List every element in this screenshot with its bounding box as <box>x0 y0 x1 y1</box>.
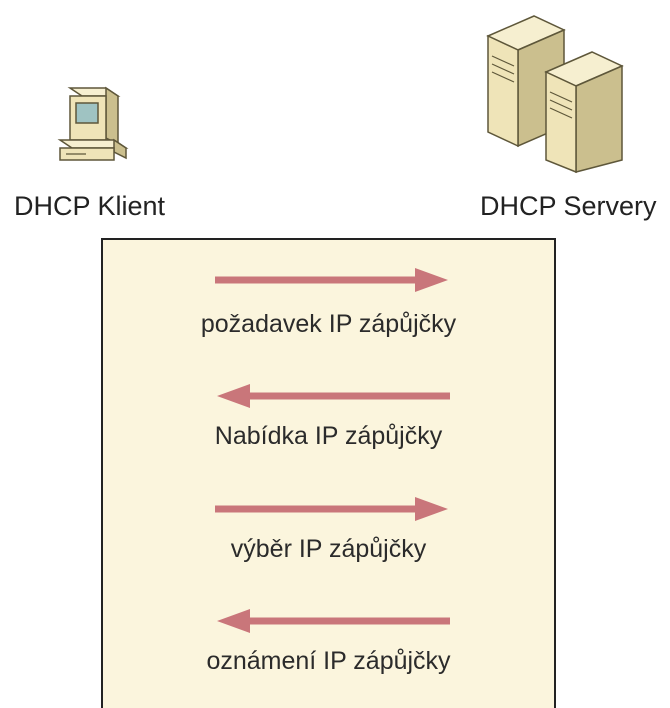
message-label: Nabídka IP zápůjčky <box>214 422 443 450</box>
message-label: požadavek IP zápůjčky <box>200 310 457 338</box>
server-tower-icon <box>544 51 624 174</box>
servers-icon <box>486 15 624 174</box>
arrow-left-icon <box>217 384 450 408</box>
message-panel: požadavek IP zápůjčky Nabídka IP zápůjčk… <box>101 238 556 708</box>
message-label: výběr IP zápůjčky <box>230 535 427 563</box>
message-label: oznámení IP zápůjčky <box>206 647 451 675</box>
arrow-left-icon <box>217 609 450 633</box>
arrow-right-icon <box>215 268 448 292</box>
arrow-right-icon <box>215 497 448 521</box>
workstation-icon <box>57 86 129 161</box>
server-label: DHCP Servery <box>480 191 657 221</box>
server-tower-icon <box>486 15 566 148</box>
client-label: DHCP Klient <box>14 191 166 221</box>
